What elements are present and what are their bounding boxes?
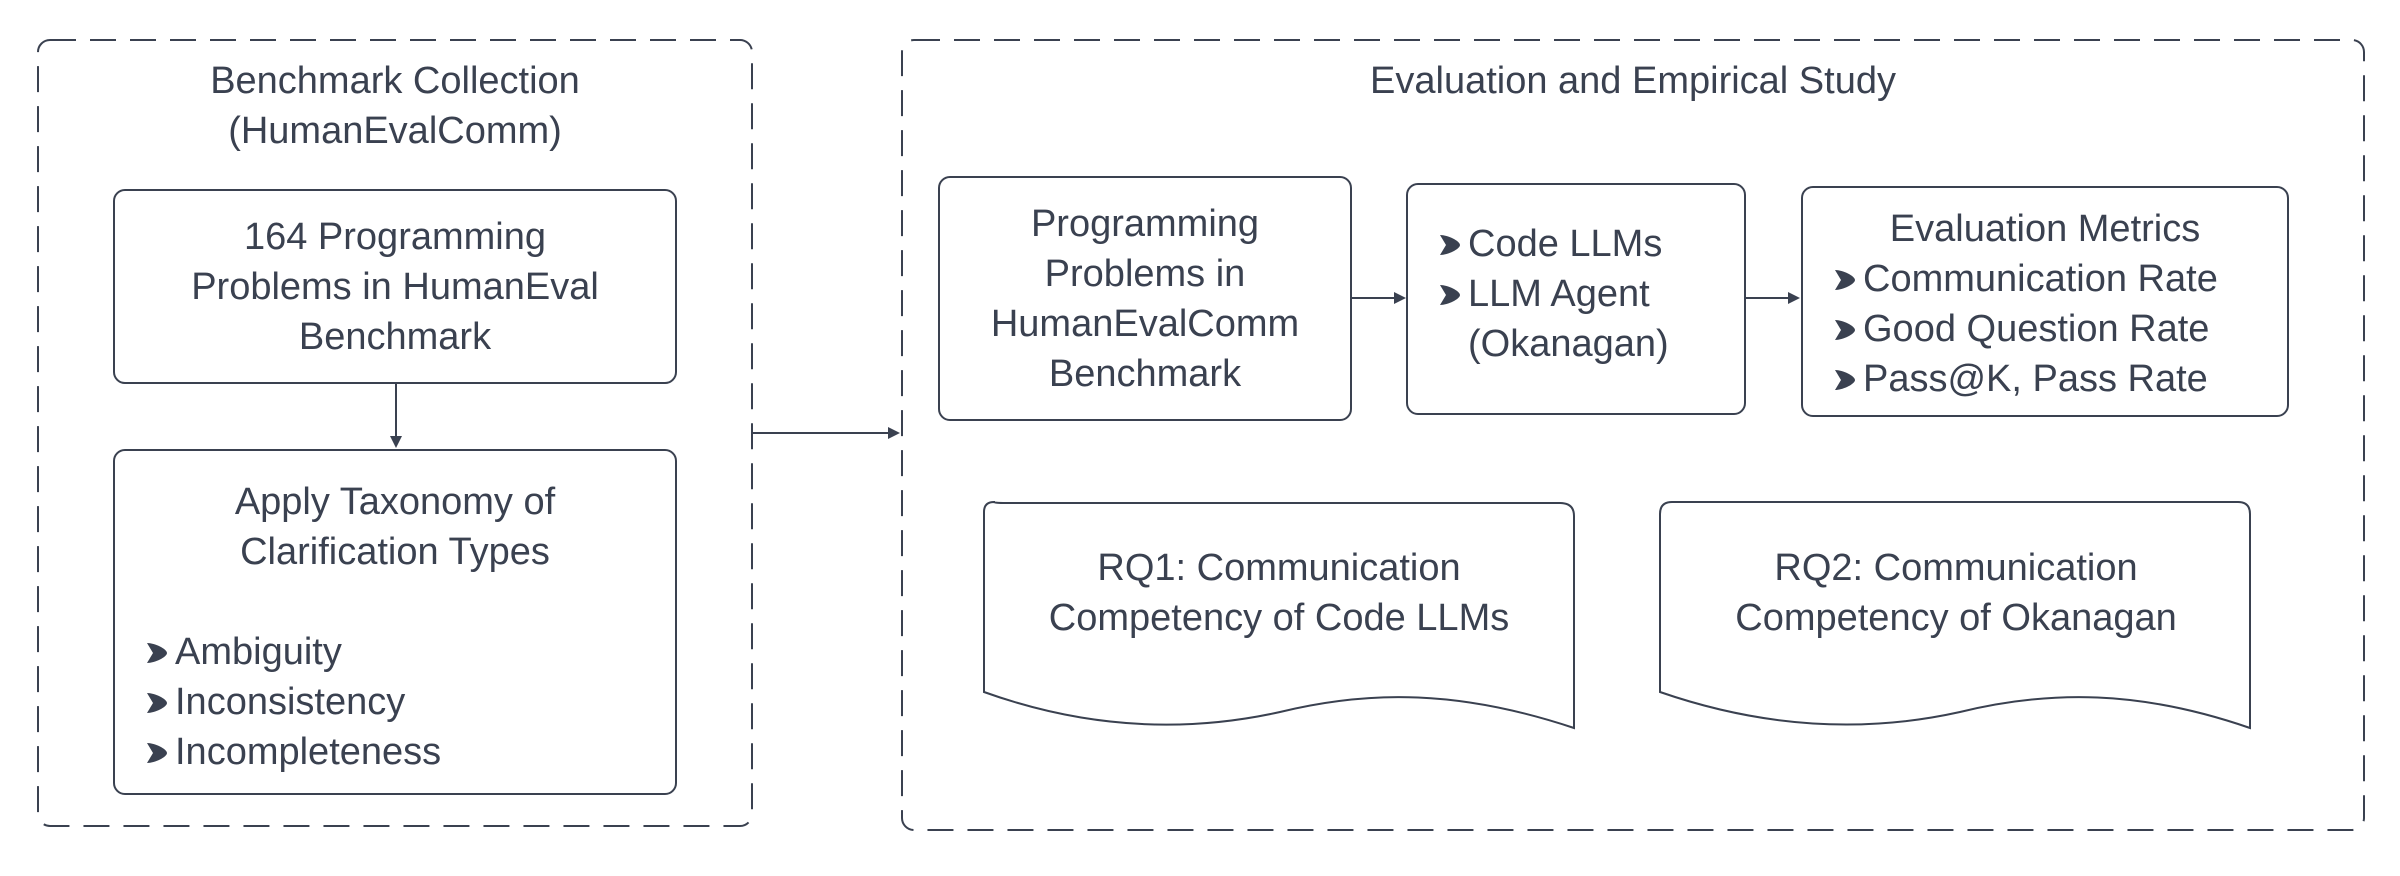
model-code-llms: Code LLMs bbox=[1468, 223, 1663, 265]
list-item: Good Question Rate bbox=[1833, 304, 2287, 354]
humanevalcomm-problems-line4: Benchmark bbox=[1048, 352, 1242, 395]
clarification-types-list: Ambiguity Inconsistency Incompleteness bbox=[145, 627, 675, 777]
list-item: Inconsistency bbox=[145, 677, 675, 727]
humanevalcomm-problems-line2: Problems in bbox=[1044, 252, 1246, 295]
chevron-bullet-icon bbox=[145, 727, 175, 765]
rq2-document-shape bbox=[1659, 501, 2251, 730]
rq1-document-shape bbox=[983, 500, 1575, 730]
humaneval-problems-box: 164 Programming Problems in HumanEval Be… bbox=[113, 189, 677, 384]
taxonomy-title: Apply Taxonomy of Clarification Types bbox=[115, 477, 675, 577]
list-item: Incompleteness bbox=[145, 727, 675, 777]
humaneval-problems-line3: Benchmark bbox=[298, 315, 492, 358]
taxonomy-title-line2: Clarification Types bbox=[240, 531, 550, 573]
clarification-type-inconsistency: Inconsistency bbox=[175, 681, 406, 723]
chevron-bullet-icon bbox=[1833, 304, 1863, 342]
model-llm-agent-name: (Okanagan) bbox=[1468, 323, 1669, 365]
chevron-bullet-icon bbox=[1438, 219, 1468, 257]
evaluation-metrics-box: Evaluation Metrics Communication Rate Go… bbox=[1801, 186, 2289, 417]
chevron-bullet-icon bbox=[1833, 254, 1863, 292]
humaneval-problems-line2: Problems in HumanEval bbox=[191, 265, 599, 308]
rq1-text: RQ1: Communication Competency of Code LL… bbox=[994, 543, 1564, 643]
benchmark-collection-title-line1: Benchmark Collection bbox=[210, 60, 580, 102]
chevron-bullet-icon bbox=[1833, 354, 1863, 392]
metric-pass-at-k: Pass@K, Pass Rate bbox=[1863, 358, 2208, 400]
humanevalcomm-problems-box: Programming Problems in HumanEvalComm Be… bbox=[938, 176, 1352, 421]
model-llm-agent: LLM Agent bbox=[1468, 273, 1650, 315]
list-item: Communication Rate bbox=[1833, 254, 2287, 304]
evaluation-metrics-title: Evaluation Metrics bbox=[1889, 208, 2201, 250]
metric-good-question-rate: Good Question Rate bbox=[1863, 308, 2210, 350]
rq2-line2: Competency of Okanagan bbox=[1735, 597, 2177, 639]
list-item: Pass@K, Pass Rate bbox=[1833, 354, 2287, 404]
humaneval-problems-line1: 164 Programming bbox=[243, 215, 547, 258]
chevron-bullet-icon bbox=[145, 677, 175, 715]
evaluation-title: Evaluation and Empirical Study bbox=[1370, 60, 1896, 102]
models-box: Code LLMs LLM Agent (Okanagan) bbox=[1406, 183, 1746, 415]
metric-communication-rate: Communication Rate bbox=[1863, 258, 2218, 300]
clarification-type-incompleteness: Incompleteness bbox=[175, 731, 442, 773]
benchmark-collection-title: Benchmark Collection (HumanEvalComm) bbox=[38, 56, 752, 156]
taxonomy-title-line1: Apply Taxonomy of bbox=[234, 481, 556, 523]
rq1-line1: RQ1: Communication bbox=[1097, 547, 1461, 589]
evaluation-metrics-list: Communication Rate Good Question Rate Pa… bbox=[1833, 254, 2287, 404]
rq2-line1: RQ2: Communication bbox=[1774, 547, 2138, 589]
humanevalcomm-problems-line3: HumanEvalComm bbox=[990, 302, 1300, 345]
humanevalcomm-problems-line1: Programming bbox=[1030, 202, 1260, 245]
list-item: (Okanagan) bbox=[1438, 319, 1744, 369]
evaluation-container bbox=[901, 39, 2365, 831]
benchmark-collection-title-line2: (HumanEvalComm) bbox=[228, 110, 562, 152]
rq1-line2: Competency of Code LLMs bbox=[1048, 597, 1510, 639]
chevron-bullet-icon bbox=[1438, 269, 1468, 307]
models-list: Code LLMs LLM Agent (Okanagan) bbox=[1438, 219, 1744, 369]
clarification-type-ambiguity: Ambiguity bbox=[175, 631, 342, 673]
taxonomy-box: Apply Taxonomy of Clarification Types Am… bbox=[113, 449, 677, 795]
list-item: Code LLMs bbox=[1438, 219, 1744, 269]
list-item: LLM Agent bbox=[1438, 269, 1744, 319]
chevron-bullet-icon bbox=[145, 627, 175, 665]
list-item: Ambiguity bbox=[145, 627, 675, 677]
rq2-text: RQ2: Communication Competency of Okanaga… bbox=[1668, 543, 2244, 643]
